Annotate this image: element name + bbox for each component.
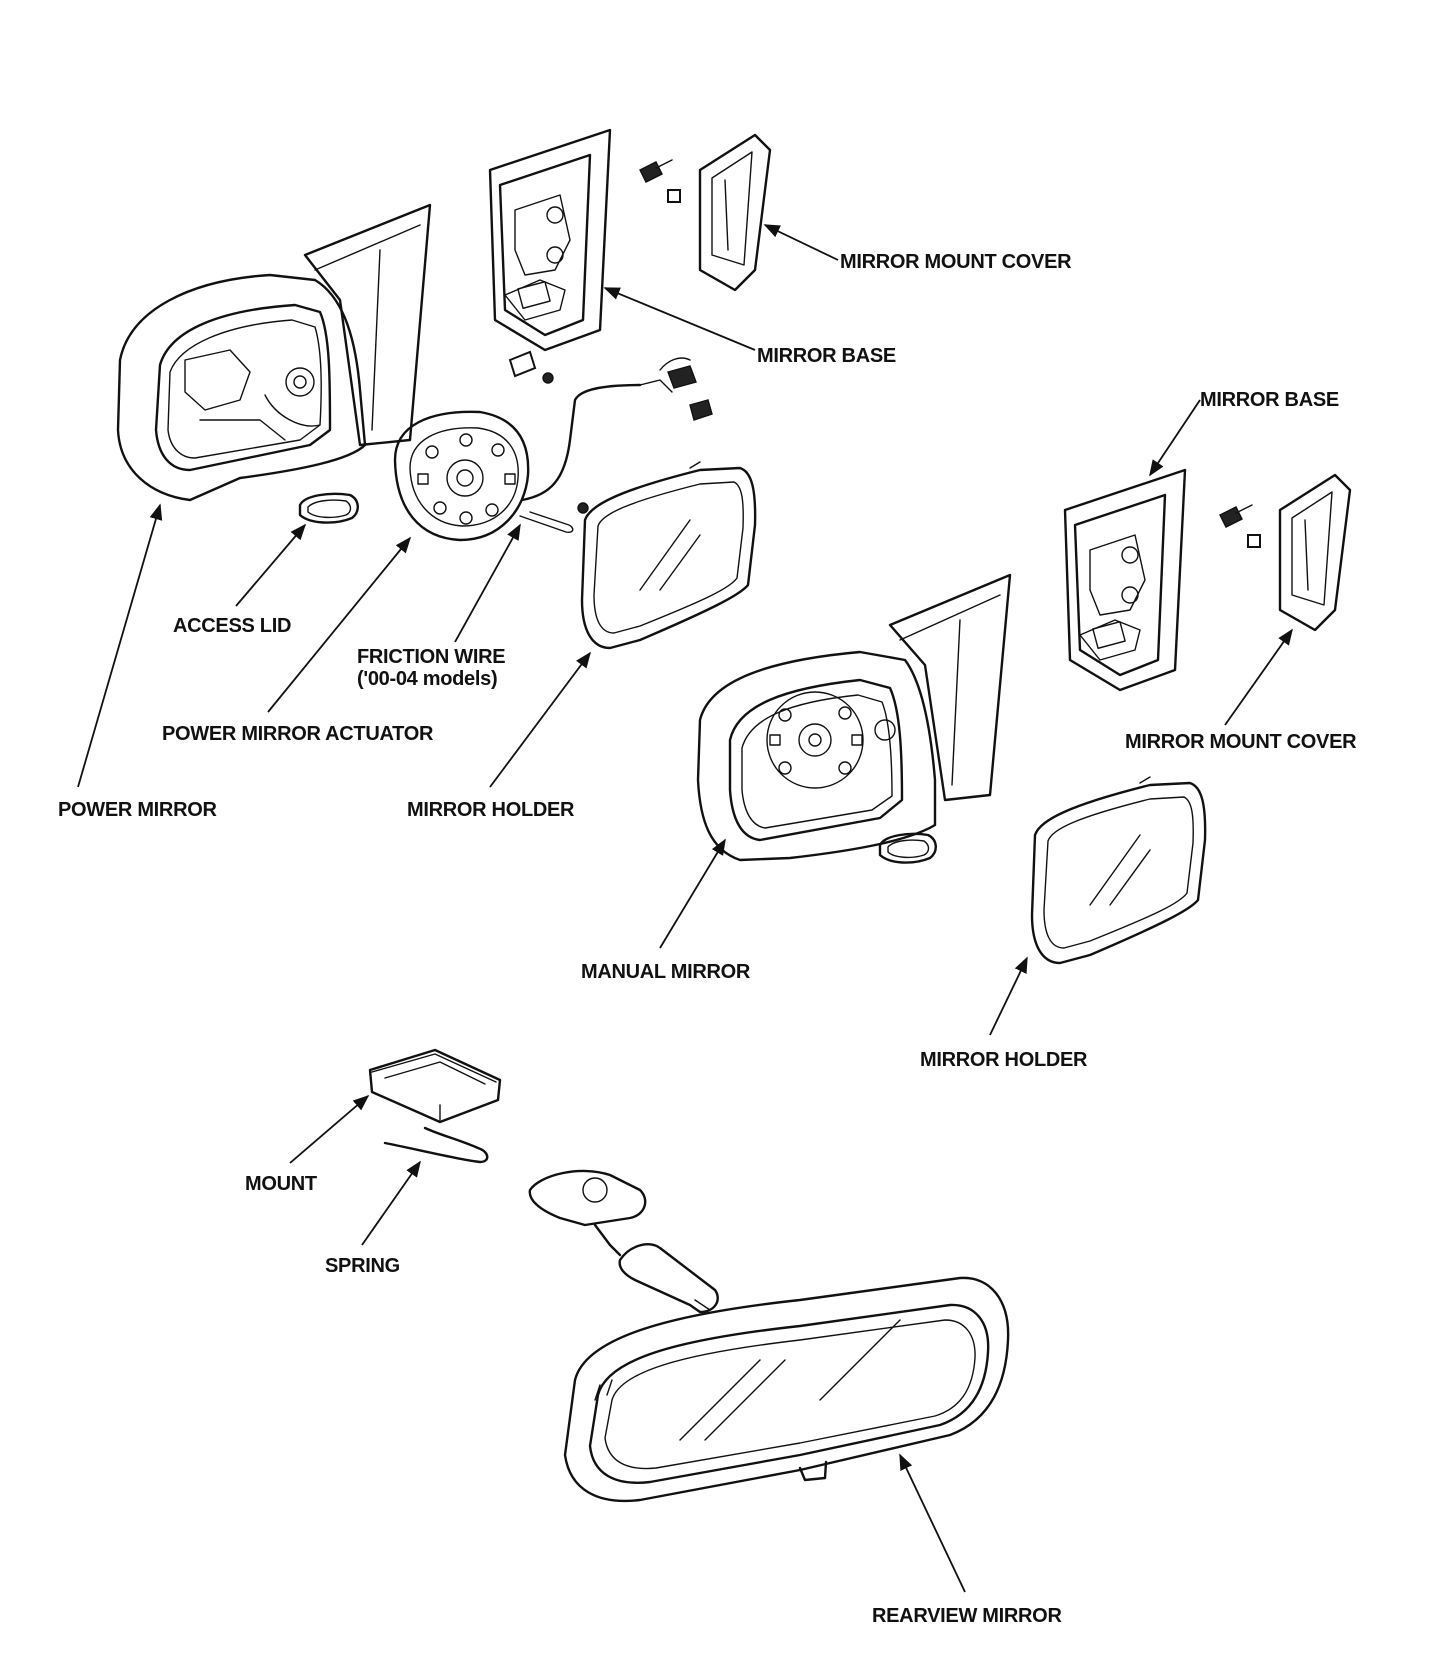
- mirror-holder-right-illustration: [1030, 776, 1207, 965]
- leader-mirror-holder-right: [989, 956, 1028, 1036]
- label-mirror-mount-cover-top: MIRROR MOUNT COVER: [840, 251, 1072, 273]
- leader-mount: [289, 1094, 370, 1164]
- label-rearview-mirror: REARVIEW MIRROR: [872, 1605, 1062, 1627]
- spring-illustration: [383, 1126, 489, 1164]
- label-mirror-holder-right: MIRROR HOLDER: [920, 1049, 1088, 1071]
- label-power-mirror: POWER MIRROR: [58, 799, 217, 821]
- leader-friction-wire: [454, 523, 521, 643]
- access-lid-left-illustration: [298, 492, 359, 524]
- label-power-mirror-actuator: POWER MIRROR ACTUATOR: [162, 723, 434, 745]
- leader-lines: [77, 224, 1293, 1593]
- screw-and-clip-top: [639, 159, 681, 203]
- leader-spring: [361, 1160, 421, 1246]
- labels: MIRROR MOUNT COVER MIRROR BASE MIRROR BA…: [58, 251, 1357, 1627]
- label-access-lid: ACCESS LID: [173, 615, 291, 637]
- label-friction-wire-line1: FRICTION WIRE: [357, 646, 505, 668]
- power-mirror-illustration: [116, 203, 432, 502]
- rearview-mirror-illustration: [528, 1169, 1010, 1503]
- label-spring: SPRING: [325, 1255, 400, 1277]
- mirror-base-right-illustration: [1063, 468, 1187, 692]
- leader-rearview-mirror: [899, 1453, 966, 1593]
- leader-manual-mirror: [659, 838, 726, 949]
- leader-mirror-base-right: [1149, 399, 1201, 477]
- leader-mirror-base-top: [603, 287, 756, 351]
- leader-mirror-mount-cover-right: [1224, 628, 1293, 726]
- label-mirror-holder-left: MIRROR HOLDER: [407, 799, 575, 821]
- leader-mirror-holder-left: [489, 651, 591, 788]
- mirror-holder-left-illustration: [580, 461, 757, 650]
- label-mount: MOUNT: [245, 1173, 317, 1195]
- leader-access-lid: [235, 523, 307, 607]
- access-lid-center-illustration: [878, 832, 937, 864]
- label-mirror-mount-cover-right: MIRROR MOUNT COVER: [1125, 731, 1357, 753]
- power-mirror-actuator-illustration: [393, 350, 713, 542]
- leader-power-mirror: [77, 503, 163, 788]
- screw-and-clip-right: [1219, 504, 1261, 548]
- label-mirror-base-right: MIRROR BASE: [1200, 389, 1339, 411]
- mount-illustration: [368, 1048, 502, 1124]
- label-friction-wire-line2: ('00-04 models): [357, 668, 497, 690]
- leader-power-mirror-actuator: [267, 536, 412, 713]
- manual-mirror-illustration: [696, 573, 1012, 862]
- label-mirror-base-top: MIRROR BASE: [757, 345, 896, 367]
- mirror-base-top-illustration: [488, 128, 612, 352]
- mirror-mount-cover-right-illustration: [1278, 473, 1352, 632]
- mirror-mount-cover-top-illustration: [698, 133, 772, 292]
- leader-mirror-mount-cover-top: [763, 224, 839, 261]
- label-manual-mirror: MANUAL MIRROR: [581, 961, 751, 983]
